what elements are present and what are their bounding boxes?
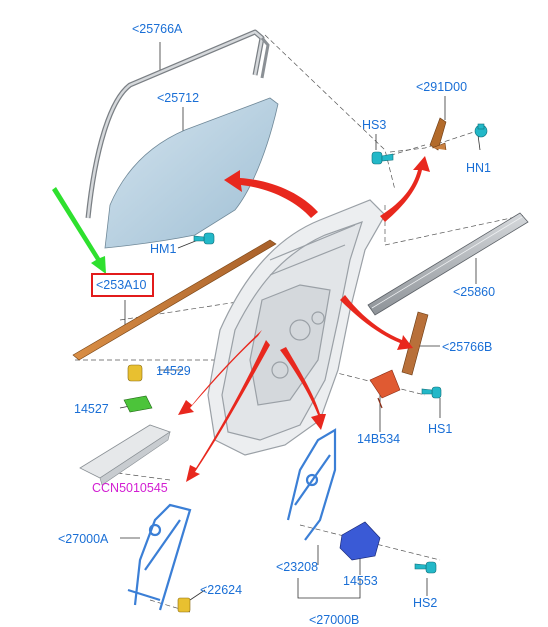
run-channel-front [85,29,270,219]
fasteners [193,123,488,574]
lock-module [369,369,401,409]
label-HN1[interactable]: HN1 [466,161,492,175]
green-arrow [52,187,106,274]
label-22624[interactable]: <22624 [200,583,243,597]
screw-HM1 [193,232,215,245]
window-regulator-A [127,503,192,611]
bolt-22624 [177,597,191,613]
window-regulator-B [286,428,337,541]
bracket-291D00 [429,117,447,151]
highlight-box [91,273,154,297]
belt-moulding [72,239,277,361]
label-14527[interactable]: 14527 [74,402,109,416]
label-253A10[interactable]: <253A10 [96,278,147,292]
screw-HS3 [371,151,394,165]
nut-HN1 [474,123,488,138]
label-23208[interactable]: <23208 [276,560,319,574]
label-14B534[interactable]: 14B534 [357,432,401,446]
label-HM1[interactable]: HM1 [150,242,177,256]
label-25860[interactable]: <25860 [453,285,496,299]
regulator-motor [339,521,381,561]
label-27000B[interactable]: <27000B [309,613,360,627]
label-27000A[interactable]: <27000A [58,532,109,546]
door-glass [104,97,279,249]
label-HS2[interactable]: HS2 [413,596,438,610]
door-inner-panel [207,199,386,456]
red-arrows [178,156,430,482]
label-HS1[interactable]: HS1 [428,422,453,436]
clip-14527 [123,395,153,413]
label-25712[interactable]: <25712 [157,91,200,105]
clip-14529 [127,364,143,382]
label-HS3[interactable]: HS3 [362,118,387,132]
label-CCN5010545[interactable]: CCN5010545 [92,481,168,495]
run-channel-rear [401,311,429,376]
label-25766A[interactable]: <25766A [132,22,183,36]
switch-panel [79,424,171,486]
screw-HS2 [414,561,437,574]
outer-belt-strip [367,212,529,316]
label-14553[interactable]: 14553 [343,574,378,588]
label-25766B[interactable]: <25766B [442,340,493,354]
label-14529[interactable]: 14529 [156,364,191,378]
label-291D00[interactable]: <291D00 [416,80,468,94]
screw-HS1 [421,386,442,399]
